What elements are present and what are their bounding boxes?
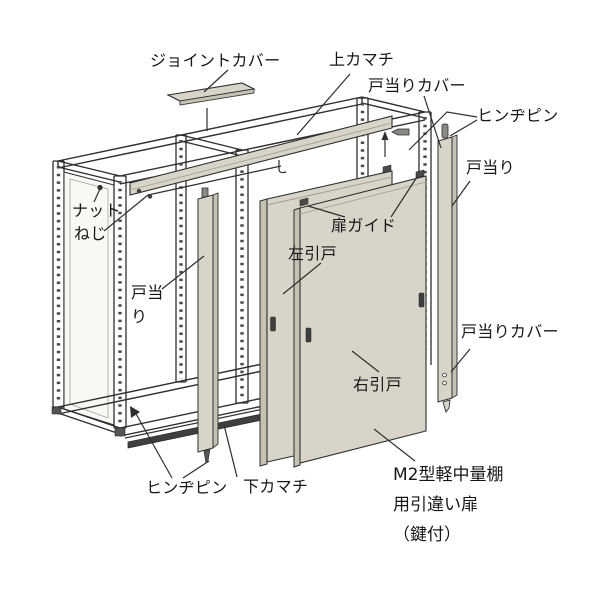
hinge-pin-top-nub	[201, 187, 209, 198]
label-hinge-pin-top: ヒンヂピン	[477, 106, 559, 125]
product-caption-line2: 用引違い扉	[393, 494, 478, 515]
door-guide-clip	[382, 164, 392, 174]
hinge-pin-bottom-tip	[203, 448, 211, 464]
hardware-glyphs	[97, 128, 410, 199]
label-left-door: 左引戸	[288, 244, 337, 263]
post-feet	[51, 406, 126, 437]
product-caption-line3: （鍵付）	[393, 524, 461, 545]
label-door-stop-cover-right: 戸当りカバー	[461, 322, 559, 341]
right-door-stop-bar	[437, 123, 458, 413]
joint-cover-bar	[166, 82, 256, 106]
hinge-pin-glyph	[391, 128, 410, 136]
upper-kamachi-bar	[129, 115, 393, 196]
guide-hook-glyph	[278, 160, 287, 174]
label-right-door: 右引戸	[353, 375, 402, 394]
label-door-stop-mid: 戸当り	[131, 283, 164, 326]
door-guide-clip	[299, 197, 309, 207]
hinge-pin-glyph	[441, 123, 449, 139]
door-handle	[270, 316, 276, 332]
door-handle	[418, 292, 425, 308]
leader-lines	[93, 69, 478, 479]
nut-glyph	[136, 188, 142, 194]
product-caption-line1: M2型軽中量棚	[393, 465, 504, 485]
label-lower-kamachi: 下カマチ	[243, 477, 309, 496]
product-caption: M2型軽中量棚 用引違い扉 （鍵付）	[393, 461, 503, 550]
label-door-stop-right: 戸当り	[466, 158, 515, 177]
label-nut: ナット	[72, 201, 121, 220]
middle-door-stop-bar	[197, 187, 219, 464]
leader-arrowheads	[130, 131, 389, 418]
label-door-guide: 扉ガイド	[331, 216, 397, 235]
label-hinge-pin-bottom: ヒンヂピン	[146, 478, 228, 497]
label-door-stop-cover-top: 戸当りカバー	[368, 76, 466, 95]
label-screw: ねじ	[74, 224, 107, 243]
door-lock-handle	[305, 327, 312, 343]
door-guide-clip	[415, 169, 425, 179]
label-upper-kamachi: 上カマチ	[329, 50, 395, 69]
right-sliding-door	[293, 169, 427, 468]
label-joint-cover: ジョイントカバー	[150, 51, 281, 70]
nut-dot	[97, 184, 103, 191]
